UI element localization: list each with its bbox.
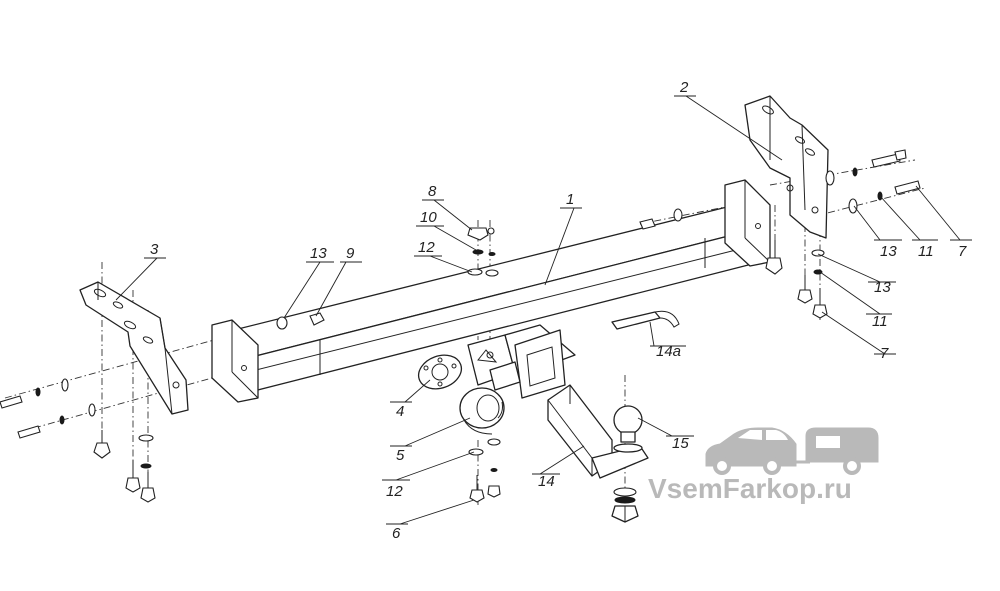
svg-text:13: 13 — [880, 243, 897, 260]
callout-6: 6 — [386, 523, 408, 542]
left-bracket — [79, 281, 189, 415]
svg-text:7: 7 — [880, 345, 889, 362]
main-crossbeam — [211, 179, 771, 403]
receiver-assembly — [467, 324, 576, 399]
svg-text:1: 1 — [566, 191, 574, 208]
svg-text:13: 13 — [310, 245, 327, 262]
svg-text:10: 10 — [420, 209, 437, 226]
callout-13-right-upper: 13 — [874, 239, 902, 260]
callout-7-right-lower: 7 — [874, 345, 896, 362]
callout-labels: 1 2 3 4 5 6 7 7 — [144, 79, 972, 542]
callout-3: 3 — [144, 241, 166, 259]
svg-text:2: 2 — [679, 79, 689, 96]
callout-13-left: 13 — [306, 245, 334, 263]
electrical-socket — [459, 387, 505, 435]
svg-text:11: 11 — [872, 313, 888, 330]
callout-10: 10 — [416, 209, 444, 227]
hitch-pin — [611, 310, 680, 330]
svg-text:9: 9 — [346, 245, 355, 262]
callout-11-right-lower: 11 — [866, 313, 892, 330]
callout-1: 1 — [560, 191, 582, 209]
callout-11-right-upper: 11 — [912, 239, 938, 260]
svg-text:8: 8 — [428, 183, 437, 200]
callout-7-right-upper: 7 — [950, 239, 972, 260]
svg-text:13: 13 — [874, 279, 891, 296]
svg-text:4: 4 — [396, 403, 404, 420]
car-with-trailer-icon — [705, 427, 879, 475]
callout-12-upper: 12 — [414, 239, 442, 257]
fasteners — [0, 149, 921, 503]
watermark-text: VsemFarkop.ru — [648, 473, 852, 504]
callout-5: 5 — [390, 445, 412, 464]
callout-9: 9 — [340, 245, 362, 263]
svg-text:15: 15 — [672, 435, 689, 452]
callout-4: 4 — [390, 401, 412, 420]
callout-14: 14 — [532, 473, 560, 490]
callout-15: 15 — [666, 435, 694, 452]
svg-text:7: 7 — [958, 243, 967, 260]
callout-12-lower: 12 — [382, 479, 410, 500]
callout-8: 8 — [422, 183, 444, 201]
svg-text:5: 5 — [396, 447, 405, 464]
svg-text:3: 3 — [150, 241, 159, 258]
svg-text:11: 11 — [918, 243, 934, 260]
svg-text:14a: 14a — [656, 343, 681, 360]
svg-text:12: 12 — [386, 483, 403, 500]
svg-text:6: 6 — [392, 525, 401, 542]
watermark: VsemFarkop.ru — [648, 427, 879, 504]
svg-text:12: 12 — [418, 239, 435, 256]
leader-lines — [115, 95, 961, 525]
callout-2: 2 — [674, 79, 696, 97]
callout-13-right-lower: 13 — [868, 279, 896, 296]
right-bracket — [744, 95, 829, 239]
svg-text:14: 14 — [538, 473, 555, 490]
callout-14a: 14a — [650, 343, 686, 360]
